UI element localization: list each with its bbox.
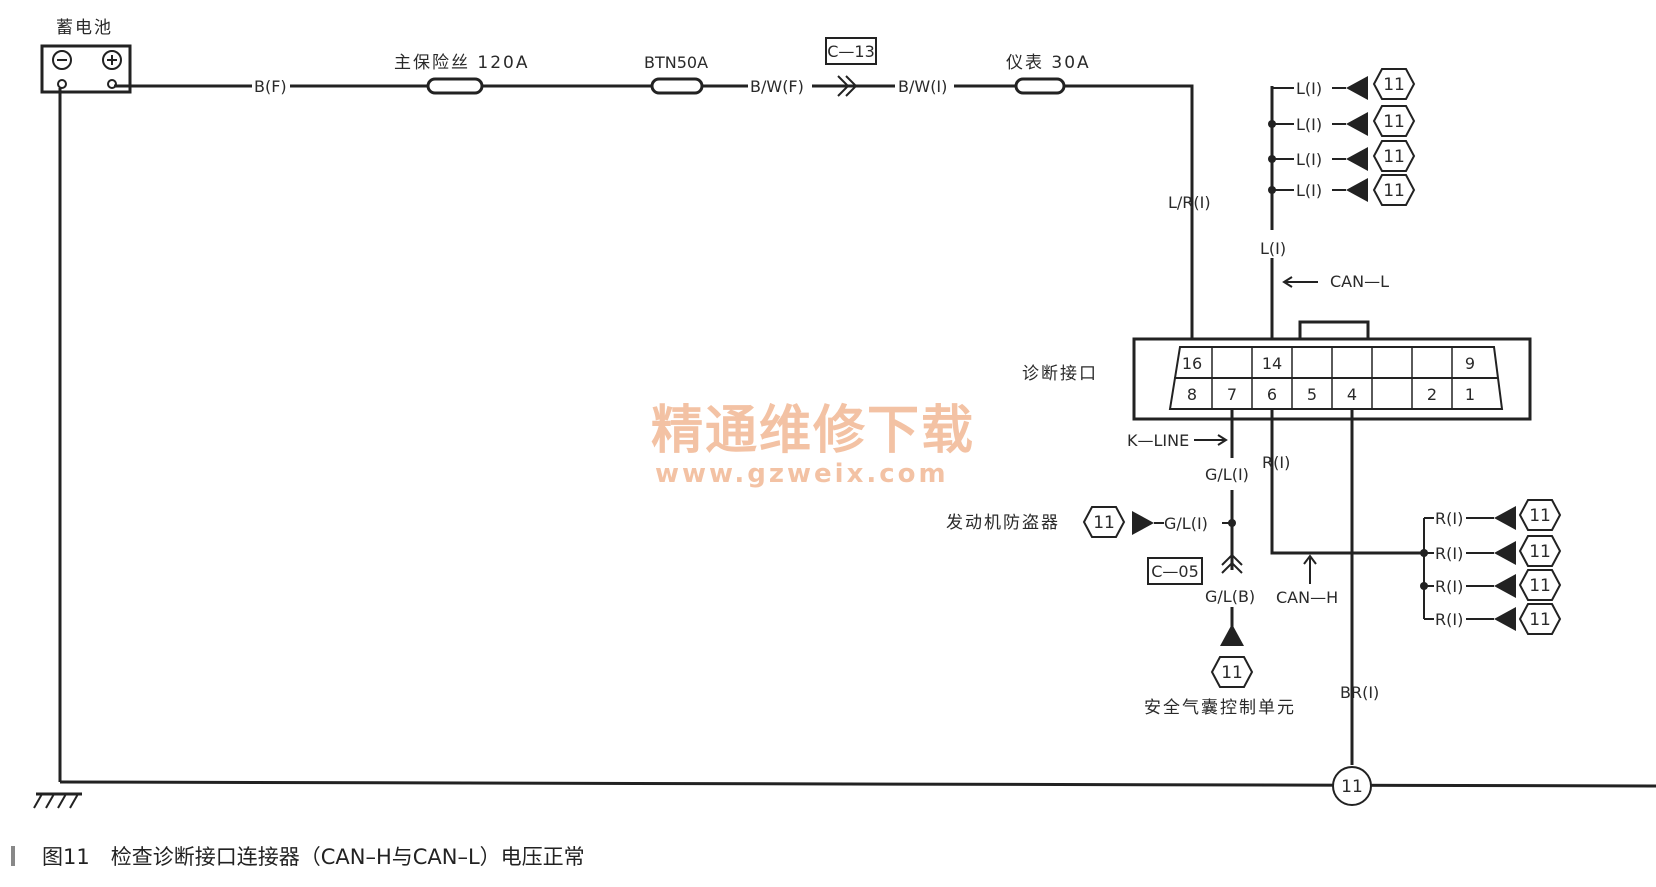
meter-fuse-symbol [1014, 77, 1066, 95]
connector-c05-box [1147, 557, 1203, 585]
wire-label-bwf: B/W(F) [750, 77, 804, 96]
pin-7: 7 [1227, 385, 1237, 404]
wire-label-gl-i-branch: G/L(I) [1164, 514, 1208, 533]
pin-5: 5 [1307, 385, 1317, 404]
ref-hex-immobilizer [1083, 506, 1125, 538]
diag-port-label: 诊断接口 [1022, 364, 1098, 384]
pin-9: 9 [1465, 354, 1475, 373]
can-l-branch-label-4: L(I) [1296, 181, 1322, 200]
can-l-branch-label-2: L(I) [1296, 115, 1322, 134]
watermark-text: 精通维修下载 [651, 401, 975, 461]
meter-fuse-label: 仪表 30A [1006, 53, 1091, 73]
btn-fuse-label: BTN50A [644, 53, 708, 72]
pin-1: 1 [1465, 385, 1475, 404]
watermark-url: www.gzweix.com [655, 459, 949, 489]
ground-point-circle [1332, 766, 1372, 806]
connector-c13-label: C—13 [827, 42, 875, 61]
ground-bus [59, 780, 1656, 788]
caption-marker [11, 846, 15, 866]
battery-symbol [40, 44, 132, 94]
immobilizer-label: 发动机防盗器 [946, 513, 1060, 533]
wire-label-l: L(I) [1260, 239, 1286, 258]
can-l-arrow [1282, 276, 1318, 288]
k-line-label: K—LINE [1127, 431, 1189, 450]
wire-label-gl-i: G/L(I) [1205, 465, 1249, 484]
wire-label-bf: B(F) [254, 77, 287, 96]
pin-8: 8 [1187, 385, 1197, 404]
airbag-label: 安全气囊控制单元 [1144, 698, 1296, 718]
can-h-branches [1420, 499, 1561, 635]
connector-c13-box [825, 37, 877, 65]
k-line-arrow [1194, 434, 1228, 446]
can-l-label: CAN—L [1330, 272, 1389, 291]
airbag-arrow [1220, 624, 1244, 646]
ground-point-label: 11 [1341, 777, 1363, 797]
pin-6: 6 [1267, 385, 1277, 404]
wire-l-r [1064, 84, 1194, 347]
pin-4: 4 [1347, 385, 1357, 404]
btn-fuse-symbol [650, 77, 704, 95]
battery-label: 蓄电池 [56, 18, 113, 38]
wire-can-h [1270, 409, 1424, 555]
wire-label-gl-b: G/L(B) [1205, 587, 1255, 606]
wire-label-bwi: B/W(I) [898, 77, 947, 96]
can-h-branch-label-4: R(I) [1435, 610, 1463, 629]
can-l-branches [1268, 68, 1415, 206]
can-h-branch-label-3: R(I) [1435, 577, 1463, 596]
ground-symbol [33, 792, 82, 809]
can-h-branch-label-1: R(I) [1435, 509, 1463, 528]
diagnostic-connector [1132, 320, 1532, 421]
connector-c05-label: C—05 [1151, 562, 1199, 581]
ref-hex-airbag [1211, 656, 1253, 688]
wire-label-r: R(I) [1262, 453, 1290, 472]
connector-c13-symbol [837, 75, 858, 97]
main-fuse-label: 主保险丝 120A [394, 53, 529, 73]
pin-2: 2 [1427, 385, 1437, 404]
figure-caption: 图11 检查诊断接口连接器（CAN–H与CAN–L）电压正常 [42, 845, 585, 869]
can-h-label: CAN—H [1276, 588, 1338, 607]
pin-14: 14 [1262, 354, 1282, 373]
can-l-branch-label-1: L(I) [1296, 79, 1322, 98]
can-l-branch-label-3: L(I) [1296, 150, 1322, 169]
main-fuse-symbol [426, 77, 484, 95]
immobilizer-arrow [1132, 511, 1154, 535]
pin-16: 16 [1182, 354, 1202, 373]
can-h-arrow [1303, 554, 1317, 584]
wire-label-br: BR(I) [1340, 683, 1379, 702]
connector-c05-symbol [1221, 553, 1243, 574]
wire-label-lr: L/R(I) [1168, 193, 1211, 212]
can-h-branch-label-2: R(I) [1435, 544, 1463, 563]
